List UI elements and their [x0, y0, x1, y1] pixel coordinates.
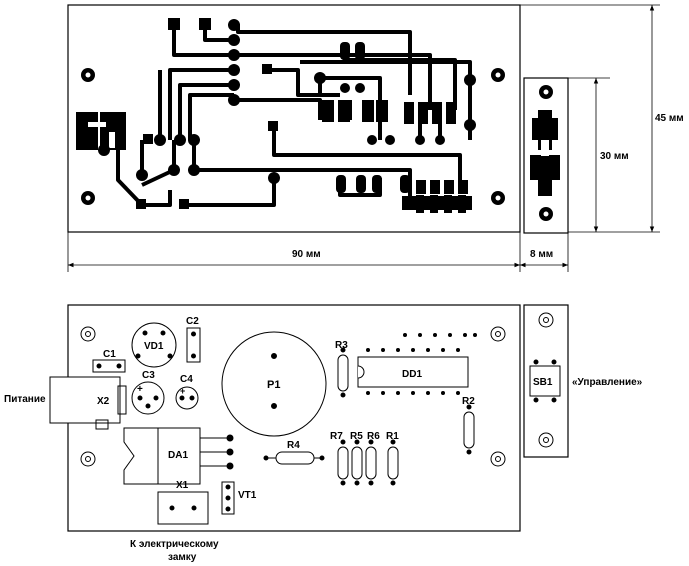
assembly-board-outline: [67, 304, 521, 532]
label-r5: R5: [350, 431, 363, 442]
p1-outline: [221, 331, 327, 437]
dim-height-label: 45 мм: [655, 113, 684, 124]
label-dd1: DD1: [402, 369, 422, 380]
control-label: «Управление»: [572, 377, 643, 388]
x2-outline: [49, 376, 121, 424]
r3-outline: [337, 354, 349, 392]
label-x1: X1: [176, 480, 189, 491]
r4-outline: [275, 451, 315, 465]
label-c1: C1: [103, 349, 116, 360]
assembly-view: [49, 304, 569, 532]
trace-layout-view: [67, 4, 569, 234]
c3-outline: [131, 381, 165, 415]
label-r2: R2: [462, 396, 475, 407]
round-pads: [136, 19, 476, 184]
c1-outline: [92, 359, 126, 373]
x1-outline: [157, 491, 209, 525]
dim-width-label: 90 мм: [292, 249, 321, 260]
r1-outline: [387, 446, 399, 480]
vd1-outline: [131, 322, 177, 368]
power-jack-pads: [76, 112, 126, 156]
label-vt1: VT1: [238, 490, 257, 501]
mounting-holes: [81, 68, 505, 205]
c4-outline: [175, 386, 199, 410]
dim-button-height-label: 30 мм: [600, 151, 629, 162]
power-label: Питание: [4, 394, 46, 405]
r5-outline: [351, 446, 363, 480]
r2-outline: [463, 411, 475, 449]
label-vd1: VD1: [144, 341, 164, 352]
component-labels: VD1 C2 C1 C3 C4 + + X2 P1 R3 DD1 R2 DA1 …: [97, 316, 553, 501]
da1-outline: [123, 427, 201, 485]
lock-label-line2: замку: [168, 552, 197, 563]
r7-outline: [337, 446, 349, 480]
square-pads: [136, 18, 278, 209]
label-r6: R6: [367, 431, 380, 442]
label-r7: R7: [330, 431, 343, 442]
assembly-button-board: [523, 304, 569, 458]
label-r1: R1: [386, 431, 399, 442]
label-c2: C2: [186, 316, 199, 327]
label-sb1: SB1: [533, 377, 553, 388]
main-board-outline: [67, 4, 521, 233]
sb1-outline: [529, 365, 561, 397]
button-board-pads: [530, 85, 560, 221]
lock-label-line1: К электрическому: [130, 539, 219, 550]
label-da1: DA1: [168, 450, 188, 461]
vt1-outline: [221, 481, 235, 515]
label-c4-plus: +: [180, 386, 185, 396]
label-c4: C4: [180, 374, 193, 385]
label-r3: R3: [335, 340, 348, 351]
c2-outline: [186, 327, 201, 363]
label-c3-plus: +: [137, 384, 143, 395]
r6-outline: [365, 446, 377, 480]
label-c3: C3: [142, 370, 155, 381]
copper-traces: [116, 23, 472, 207]
dimension-lines-top: [67, 4, 660, 272]
label-p1: P1: [267, 379, 280, 391]
label-r4: R4: [287, 440, 300, 451]
lower-pad-strips: [416, 195, 466, 213]
label-x2: X2: [97, 396, 110, 407]
dim-button-width-label: 8 мм: [530, 249, 553, 260]
